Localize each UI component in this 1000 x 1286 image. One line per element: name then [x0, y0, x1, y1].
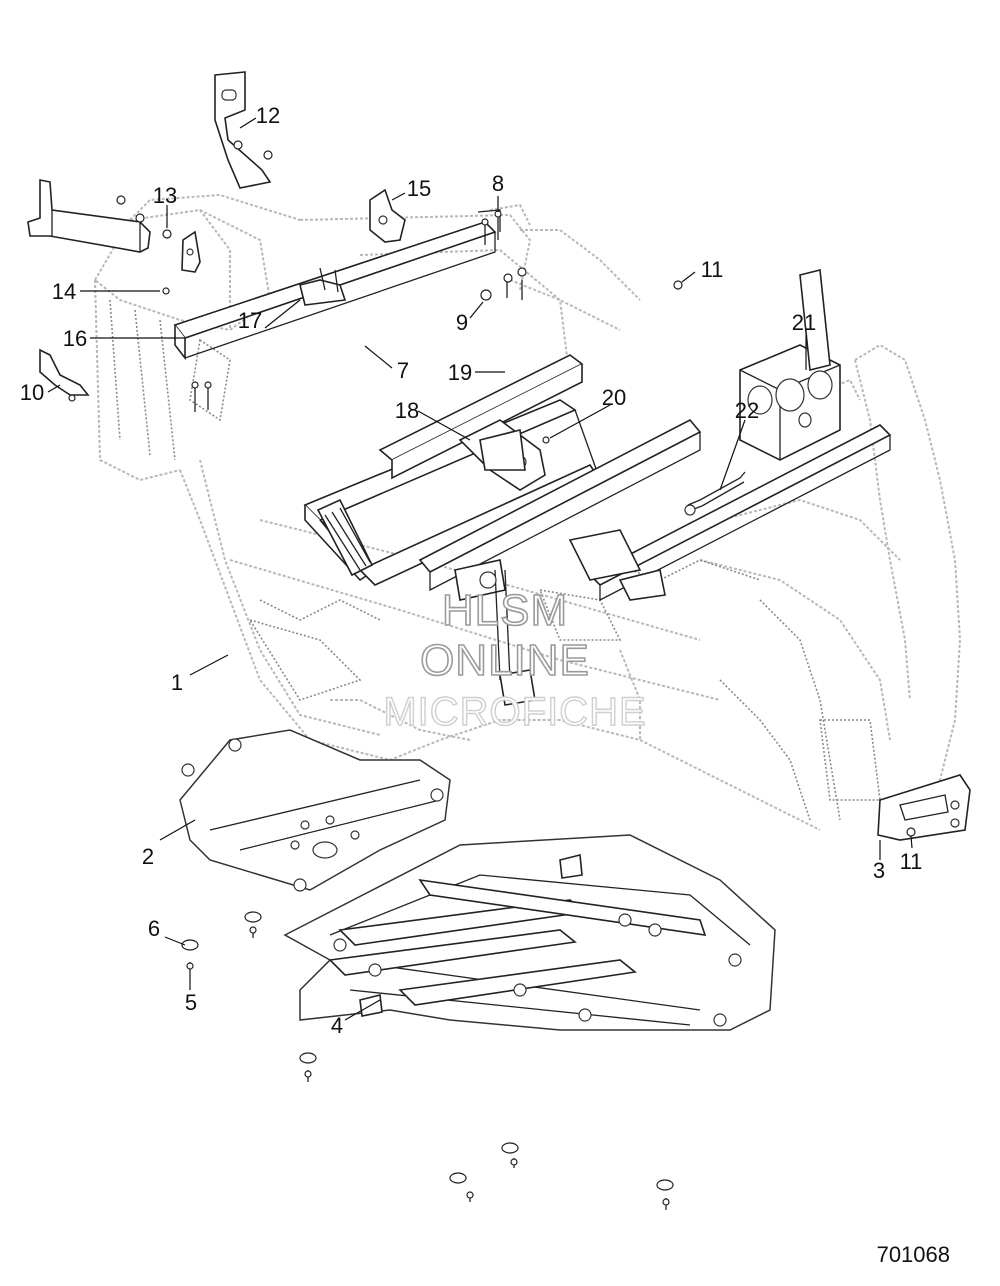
bracket-18 — [458, 419, 546, 491]
drawing-number: 701068 — [877, 1242, 950, 1267]
callout-11-bottom: 11 — [900, 849, 923, 874]
watermark-line-1: HLSM — [442, 586, 568, 635]
callout-18: 18 — [395, 398, 419, 423]
callout-10: 10 — [20, 380, 44, 405]
main-rail-center — [378, 354, 702, 592]
callout-11-top: 11 — [701, 257, 724, 282]
callout-3: 3 — [873, 858, 885, 883]
watermark-line-2: ONLINE — [420, 636, 590, 685]
callout-21: 21 — [792, 310, 816, 335]
leader-lines — [47, 117, 913, 1021]
callout-17: 17 — [238, 308, 262, 333]
crossmember-7 — [173, 209, 501, 361]
bracket-10 — [39, 348, 90, 402]
callout-labels: 1 2 3 4 5 6 7 8 9 10 11 11 12 13 14 15 1… — [20, 103, 923, 1038]
callout-20: 20 — [602, 385, 626, 410]
callout-1: 1 — [171, 670, 183, 695]
skid-plate-4 — [283, 834, 776, 1031]
bracket-15 — [369, 188, 406, 243]
callout-22: 22 — [735, 398, 759, 423]
callout-6: 6 — [148, 916, 160, 941]
hardware — [162, 210, 683, 1210]
skid-plate-2 — [179, 729, 451, 892]
bracket-13-14-left-bar — [27, 179, 172, 253]
callout-19: 19 — [448, 360, 472, 385]
watermark-line-3: MICROFICHE — [383, 690, 646, 734]
callout-8: 8 — [492, 171, 504, 196]
callout-14: 14 — [52, 279, 76, 304]
callout-13: 13 — [153, 183, 177, 208]
watermark: HLSM ONLINE MICROFICHE — [383, 585, 647, 735]
callout-12: 12 — [256, 103, 280, 128]
bracket-3-right — [877, 774, 971, 841]
lower-bracket-assembly — [454, 529, 666, 706]
bracket-17 — [299, 267, 347, 306]
callout-7: 7 — [397, 358, 409, 383]
callout-5: 5 — [185, 990, 197, 1015]
bracket-16 — [181, 230, 201, 273]
rear-crossmember-21 — [588, 269, 892, 602]
bracket-12 — [214, 71, 273, 189]
callout-4: 4 — [331, 1013, 343, 1038]
callout-15: 15 — [407, 176, 431, 201]
callout-9: 9 — [456, 310, 468, 335]
callout-16: 16 — [63, 326, 87, 351]
callout-2: 2 — [142, 844, 154, 869]
